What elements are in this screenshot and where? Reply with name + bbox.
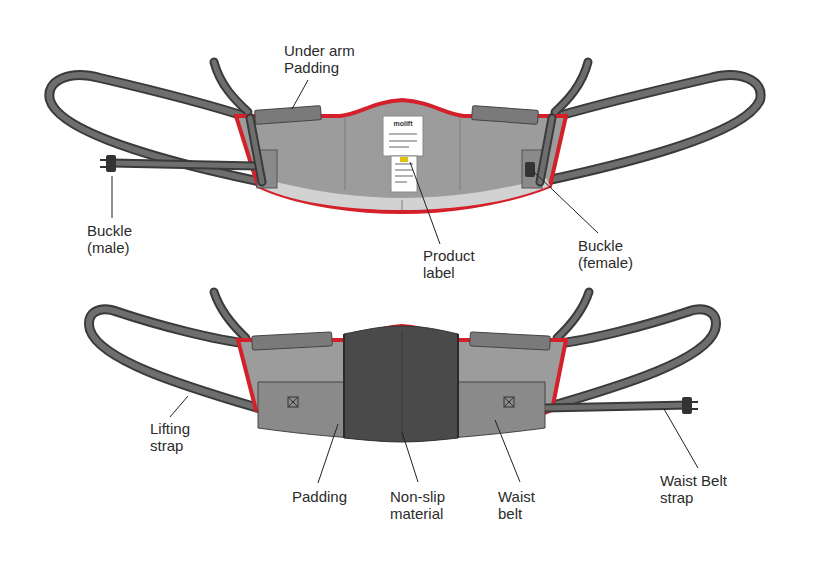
buckle-male [106,155,116,172]
part-label: Waist belt [498,488,550,522]
buckle-female [525,162,535,177]
non-slip-material [344,326,458,442]
part-label: Buckle (male) [87,222,149,256]
part-label: Product label [423,247,485,281]
part-label: Buckle (female) [578,237,648,271]
sling-body [236,100,566,212]
part-label: Waist Belt strap [660,472,742,506]
part-label: Non-slip material [390,488,468,522]
under-arm-padding [472,106,539,125]
part-label: Under arm Padding [284,42,374,76]
leader-lines [112,80,698,483]
sling-body [238,326,566,440]
brand-mark: molift [385,120,421,128]
part-label: Padding [292,488,362,505]
part-label: Lifting strap [150,420,208,454]
under-arm-padding [255,106,322,125]
product-label [383,116,423,156]
